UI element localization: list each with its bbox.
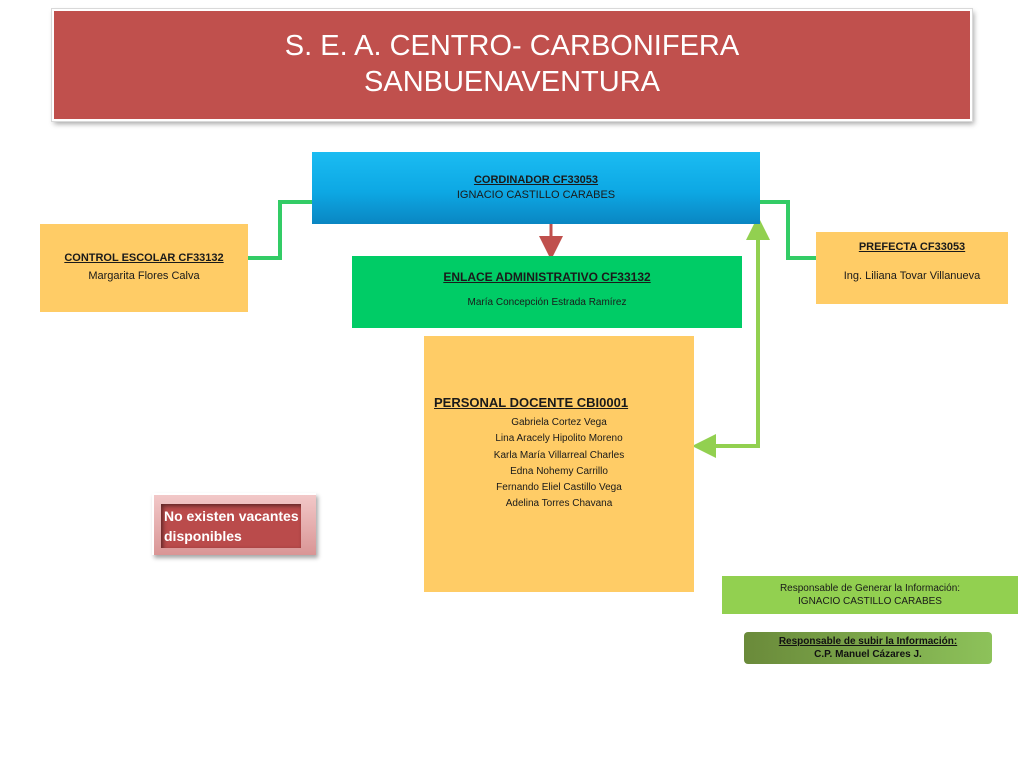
responsable-generar-box: Responsable de Generar la Información: I… xyxy=(722,576,1018,614)
docente-member: Edna Nohemy Carrillo xyxy=(510,465,608,477)
control-escolar-role: CONTROL ESCOLAR CF33132 xyxy=(64,252,224,264)
docente-role: PERSONAL DOCENTE CBI0001 xyxy=(434,395,629,410)
control-escolar-box: CONTROL ESCOLAR CF33132 Margarita Flores… xyxy=(40,224,248,312)
title-line-2: SANBUENAVENTURA xyxy=(364,66,660,98)
responsable-subir-box: Responsable de subir la Información: C.P… xyxy=(744,632,992,664)
prefecta-name: Ing. Liliana Tovar Villanueva xyxy=(843,270,981,282)
docente-member: Fernando Eliel Castillo Vega xyxy=(496,482,622,494)
enlace-box: ENLACE ADMINISTRATIVO CF33132 María Conc… xyxy=(352,256,742,328)
enlace-role: ENLACE ADMINISTRATIVO CF33132 xyxy=(443,270,651,284)
responsable-generar-name: IGNACIO CASTILLO CARABES xyxy=(798,596,942,607)
docente-box: PERSONAL DOCENTE CBI0001 Gabriela Cortez… xyxy=(424,336,694,592)
vacantes-label: No existen vacantes disponibles xyxy=(161,504,301,548)
prefecta-role: PREFECTA CF33053 xyxy=(858,241,966,253)
docente-member: Karla María Villarreal Charles xyxy=(493,449,625,461)
responsable-subir-label: Responsable de subir la Información: xyxy=(778,636,958,647)
enlace-name: María Concepción Estrada Ramírez xyxy=(467,297,627,308)
title-line-1: S. E. A. CENTRO- CARBONIFERA xyxy=(284,30,740,62)
vacantes-notice: No existen vacantes disponibles xyxy=(152,493,316,555)
vacantes-line-1: No existen vacantes xyxy=(164,508,299,524)
docente-member: Gabriela Cortez Vega xyxy=(511,417,607,428)
coordinador-role: CORDINADOR CF33053 xyxy=(473,174,599,186)
docente-member: Lina Aracely Hipolito Moreno xyxy=(495,433,623,445)
vacantes-line-2: disponibles xyxy=(164,528,242,544)
control-escolar-name: Margarita Flores Calva xyxy=(88,270,200,282)
responsable-subir-name: C.P. Manuel Cázares J. xyxy=(814,649,922,660)
connector-coord-control xyxy=(248,200,312,260)
responsable-generar-label: Responsable de Generar la Información: xyxy=(779,583,961,594)
connector-coord-prefecta xyxy=(760,200,816,260)
coordinador-box: CORDINADOR CF33053 IGNACIO CASTILLO CARA… xyxy=(312,152,760,224)
coordinador-name: IGNACIO CASTILLO CARABES xyxy=(456,189,616,201)
prefecta-box: PREFECTA CF33053 Ing. Liliana Tovar Vill… xyxy=(816,232,1008,304)
title-banner: S. E. A. CENTRO- CARBONIFERA SANBUENAVEN… xyxy=(52,9,972,121)
docente-member: Adelina Torres Chavana xyxy=(505,498,613,510)
docente-list: Gabriela Cortez Vega Lina Aracely Hipoli… xyxy=(424,415,694,513)
